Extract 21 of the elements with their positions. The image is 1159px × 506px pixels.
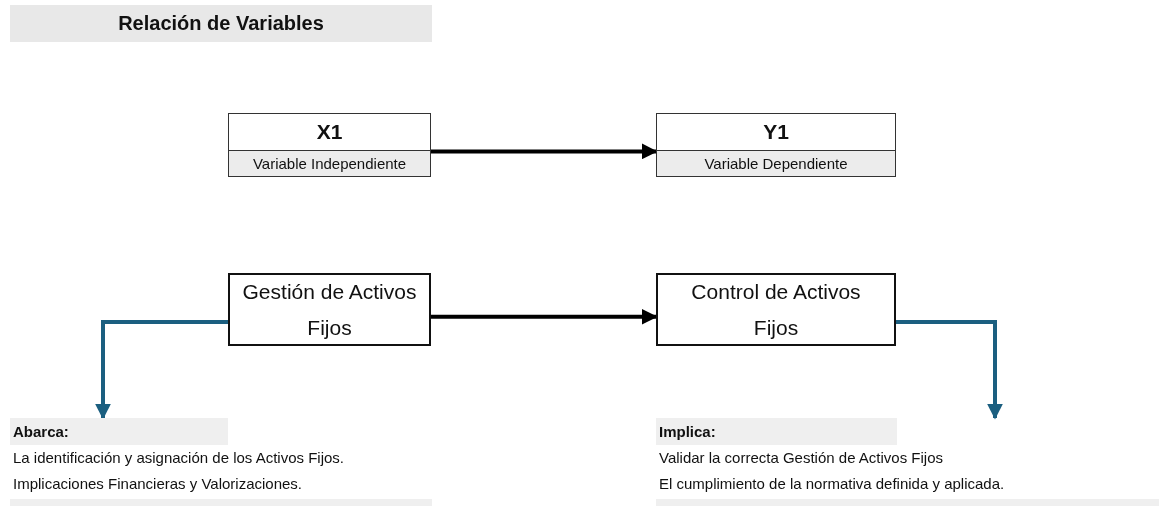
description-line: El cumplimiento de la normativa definida y aplicada. xyxy=(658,474,1006,494)
arrow xyxy=(431,143,658,160)
section-heading: Implica: xyxy=(656,418,897,445)
variable-box xyxy=(228,113,431,177)
description-line: Validar la correcta Gestión de Activos Fijos xyxy=(658,448,944,468)
arrow xyxy=(896,319,1003,420)
description-block xyxy=(656,418,1159,506)
description-line: La identificación y asignación de los Activos Fijos. xyxy=(12,448,345,468)
concept-box xyxy=(228,273,431,346)
concept-label: Gestión de Activos Fijos xyxy=(241,278,418,341)
description-line: Implicaciones Financieras y Valorizaciones. xyxy=(12,474,303,494)
arrow xyxy=(431,308,658,325)
variable-type: Variable Dependiente xyxy=(657,151,895,176)
concept-label: Control de Activos Fijos xyxy=(690,278,862,341)
arrow xyxy=(95,319,228,420)
diagram-title: Relación de Variables xyxy=(10,5,432,42)
description-block xyxy=(10,418,432,506)
section-heading: Abarca: xyxy=(10,418,228,445)
concept-box xyxy=(656,273,896,346)
variable-box xyxy=(656,113,896,177)
variable-type: Variable Independiente xyxy=(229,151,430,176)
